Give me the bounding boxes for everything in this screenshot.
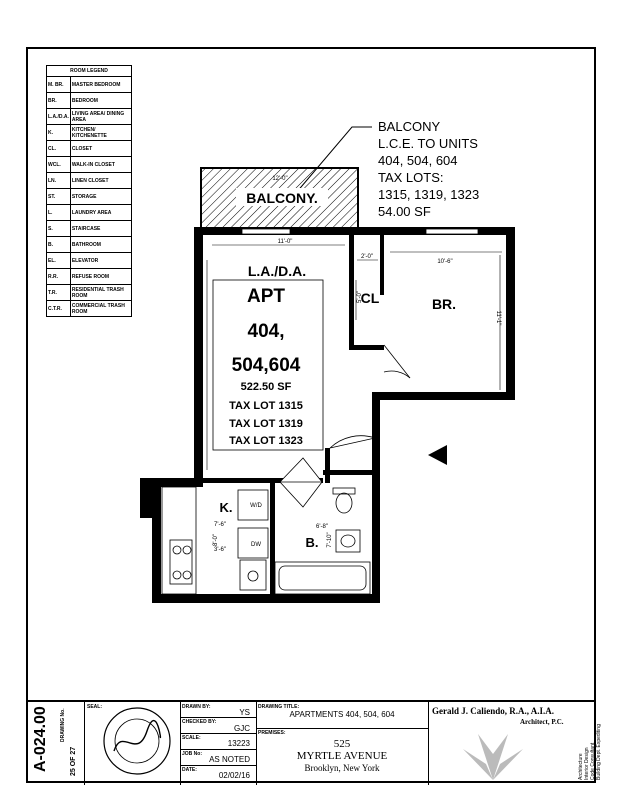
architect-seal-stamp — [103, 707, 171, 775]
apartment-info-box: APT 404, 504,604 522.50 SF TAX LOT 1315 … — [212, 279, 324, 451]
svg-text:404, 504, 604: 404, 504, 604 — [378, 153, 458, 168]
drawing-info-cell: DRAWN BY: YS CHECKED BY: GJC SCALE: 1322… — [180, 702, 257, 785]
direction-arrow-icon — [428, 445, 447, 465]
legend-row: B.BATHROOM — [46, 236, 133, 253]
legend-row: R.R.REFUSE ROOM — [46, 268, 133, 285]
legend-row: BR.BEDROOM — [46, 92, 133, 109]
legend-row: C.T.R.COMMERCIAL TRASH ROOM — [46, 300, 133, 317]
kitchen — [161, 486, 269, 595]
svg-text:7'-10": 7'-10" — [327, 532, 333, 547]
svg-text:17'-2": 17'-2" — [199, 357, 205, 372]
svg-text:BALCONY: BALCONY — [378, 119, 440, 134]
drawing-title-cell: DRAWING TITLE: APARTMENTS 404, 504, 604 … — [256, 702, 429, 785]
svg-text:5'-0": 5'-0" — [357, 291, 363, 303]
svg-text:504,604: 504,604 — [232, 355, 301, 376]
svg-text:404,: 404, — [248, 321, 285, 342]
firm-logo-icon — [463, 734, 523, 780]
dimension-lines — [206, 244, 502, 470]
legend-row: K.KITCHEN/ KITCHENETTE — [46, 124, 133, 141]
legend-row: L.A./D.A.LIVING AREA/ DINING AREA — [46, 108, 133, 125]
lada-label: L.A./D.A. — [248, 263, 306, 279]
svg-text:54.00 SF: 54.00 SF — [378, 204, 431, 219]
svg-text:BALCONY.: BALCONY. — [246, 190, 318, 206]
legend-row: CL.CLOSET — [46, 140, 133, 157]
sheet-number-cell: A-024.00 DRAWING No. 25 OF 27 — [26, 702, 85, 785]
exterior-walls — [140, 227, 515, 603]
legend-row: L.LAUNDRY AREA — [46, 204, 133, 221]
kitchen-label: K. — [220, 500, 233, 515]
doors — [279, 344, 411, 508]
title-block: A-024.00 DRAWING No. 25 OF 27 SEAL: DRAW… — [26, 700, 602, 785]
svg-text:11'-0": 11'-0" — [278, 239, 293, 245]
svg-text:3'-6": 3'-6" — [214, 547, 226, 553]
floor-plan: BALCONY L.C.E. TO UNITS 404, 504, 604 TA… — [140, 119, 515, 603]
drawing-title: APARTMENTS 404, 504, 604 — [289, 710, 395, 719]
washer-dryer-label: W/D — [250, 503, 262, 509]
svg-text:L.C.E. TO UNITS: L.C.E. TO UNITS — [378, 136, 478, 151]
svg-text:10'-6": 10'-6" — [437, 259, 452, 265]
bedroom-label: BR. — [432, 296, 456, 312]
svg-text:TAX LOT 1315: TAX LOT 1315 — [229, 400, 303, 412]
svg-text:2'-0": 2'-0" — [361, 254, 373, 260]
svg-text:1315, 1319, 1323: 1315, 1319, 1323 — [378, 187, 479, 202]
dishwasher-label: DW — [251, 542, 261, 548]
bathroom-label: B. — [306, 535, 319, 550]
firm-name: Gerald J. Caliendo, R.A., A.I.A. — [432, 706, 555, 716]
svg-text:8'-0": 8'-0" — [213, 534, 219, 546]
drawing-sheet-border — [26, 47, 596, 783]
windows — [241, 228, 479, 235]
balcony: BALCONY. 12'-0" — [200, 167, 359, 231]
legend-row: WCL.WALK-IN CLOSET — [46, 156, 133, 173]
legend-row: S.STAIRCASE — [46, 220, 133, 237]
bathroom — [274, 487, 371, 595]
svg-text:7'-6": 7'-6" — [214, 522, 226, 528]
interior-walls — [203, 235, 384, 598]
sheet-number: A-024.00 — [32, 706, 49, 772]
svg-text:12'-0": 12'-0" — [272, 176, 287, 182]
svg-text:APT: APT — [247, 286, 285, 307]
firm-cell: Gerald J. Caliendo, R.A., A.I.A. Archite… — [432, 706, 602, 780]
room-legend: ROOM LEGEND M. BR.MASTER BEDROOM BR.BEDR… — [46, 65, 133, 317]
svg-text:TAX LOT 1319: TAX LOT 1319 — [229, 418, 303, 430]
balcony-note: BALCONY L.C.E. TO UNITS 404, 504, 604 TA… — [289, 119, 479, 219]
svg-text:6'-8": 6'-8" — [316, 524, 328, 530]
closet-label: CL — [361, 290, 380, 306]
svg-text:TAX LOTS:: TAX LOTS: — [378, 170, 444, 185]
svg-text:522.50 SF: 522.50 SF — [241, 381, 292, 393]
svg-text:11'-1": 11'-1" — [495, 311, 501, 326]
svg-text:TAX LOT 1323: TAX LOT 1323 — [229, 435, 303, 447]
seal-cell: SEAL: — [84, 702, 181, 785]
